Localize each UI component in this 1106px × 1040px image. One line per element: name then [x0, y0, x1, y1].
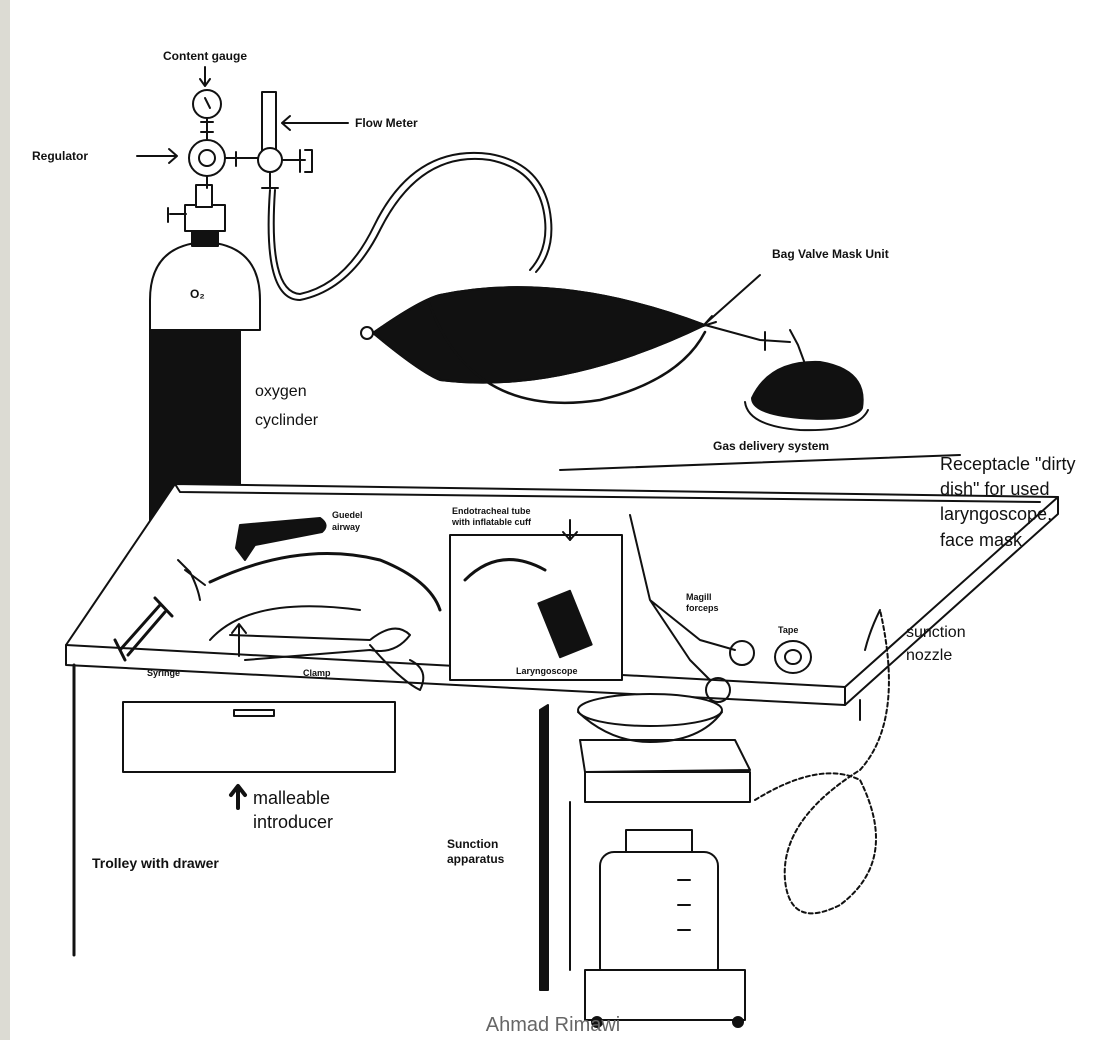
- gas-delivery-label: Gas delivery system: [713, 439, 829, 453]
- flow-meter-label: Flow Meter: [355, 116, 418, 130]
- receptacle-label-2: dish" for used: [940, 479, 1049, 499]
- suction-apparatus-label-1: Sunction: [447, 837, 498, 851]
- regulator-assembly: [189, 90, 262, 188]
- regulator-label: Regulator: [32, 149, 88, 163]
- content-gauge-label: Content gauge: [163, 49, 247, 63]
- oxygen-cylinder: [150, 185, 260, 530]
- et-tube-label-2: with inflatable cuff: [451, 517, 532, 527]
- syringe-label: Syringe: [147, 668, 180, 678]
- laryngoscope-label: Laryngoscope: [516, 666, 578, 676]
- malleable-label-2: introducer: [253, 812, 333, 832]
- receptacle-label-1: Receptacle "dirty: [940, 454, 1075, 474]
- guedel-label-1: Guedel: [332, 510, 363, 520]
- bag-valve-mask: [361, 287, 868, 430]
- trolley-label: Trolley with drawer: [92, 855, 219, 871]
- receptacle-label-3: laryngoscope,: [940, 504, 1052, 524]
- guedel-label-2: airway: [332, 522, 360, 532]
- oxygen-label: oxygen: [255, 383, 307, 400]
- cylinder-label: cyclinder: [255, 412, 319, 429]
- flow-meter: [258, 92, 312, 188]
- et-tube-label-1: Endotracheal tube: [452, 506, 531, 516]
- tape-label: Tape: [778, 625, 798, 635]
- receptacle-label-4: face mask: [940, 530, 1023, 550]
- malleable-label-1: malleable: [253, 788, 330, 808]
- magill-label-1: Magill: [686, 592, 712, 602]
- suction-nozzle-label-1: sunction: [906, 624, 966, 641]
- suction-nozzle-label-2: nozzle: [906, 647, 952, 664]
- cylinder-mark: O₂: [190, 287, 205, 301]
- magill-label-2: forceps: [686, 603, 719, 613]
- clamp-label: Clamp: [303, 668, 331, 678]
- author-credit: Ahmad Rimawi: [0, 1014, 1106, 1037]
- suction-apparatus-label-2: apparatus: [447, 852, 505, 866]
- bag-valve-mask-label: Bag Valve Mask Unit: [772, 247, 889, 261]
